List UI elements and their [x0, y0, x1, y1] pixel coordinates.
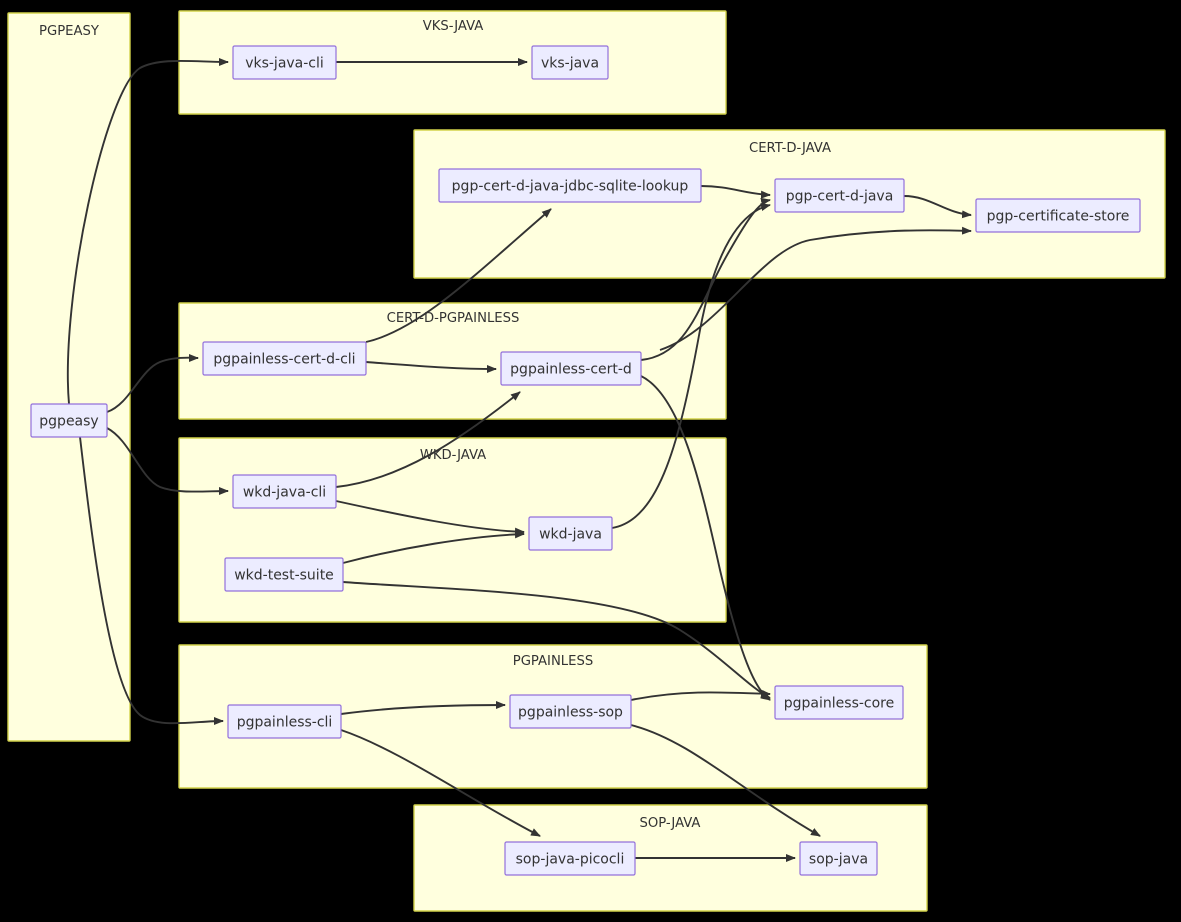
edge-pgpeasy-to-vks-java-cli — [66, 57, 229, 405]
node-sop-java-picocli[interactable]: sop-java-picocli — [504, 841, 636, 876]
node-label-pgpainless-core: pgpainless-core — [784, 696, 894, 712]
cluster-cert_d_pgpainless: CERT-D-PGPAINLESS — [178, 302, 727, 420]
node-label-vks-java-cli: vks-java-cli — [245, 56, 324, 72]
edge-pgpainless-cert-d-cli-to-pgp-cert-d-java-jdbc-sqlite-lookup — [365, 208, 552, 343]
cluster-label-sop_java: SOP-JAVA — [640, 816, 701, 831]
node-label-pgpeasy: pgpeasy — [39, 414, 98, 430]
node-label-wkd-test-suite: wkd-test-suite — [234, 568, 334, 584]
node-group: pgpeasy vks-java-cli vks-java pgp-cert-d-ja… — [30, 45, 1141, 876]
node-label-pgpainless-cert-d: pgpainless-cert-d — [510, 362, 632, 378]
node-rect-wkd-test-suite[interactable] — [224, 557, 344, 592]
cluster-group: PGPEASY VKS-JAVA CERT-D-JAVA CERT-D-PGPAINL… — [7, 10, 1166, 912]
node-wkd-java-cli[interactable]: wkd-java-cli — [232, 474, 337, 509]
node-label-pgp-cert-d-java: pgp-cert-d-java — [786, 189, 894, 205]
edge-wkd-java-cli-to-wkd-java — [335, 500, 525, 536]
edge-pgpainless-cert-d-to-pgpainless-core — [640, 375, 771, 701]
node-sop-java[interactable]: sop-java — [799, 841, 878, 876]
node-rect-pgpainless-cert-d-cli[interactable] — [202, 341, 367, 376]
edge-pgp-cert-d-java-to-pgp-certificate-store — [903, 195, 972, 219]
node-wkd-java[interactable]: wkd-java — [528, 516, 613, 551]
node-label-pgpainless-cli: pgpainless-cli — [237, 715, 333, 731]
cluster-label-cert_d_java: CERT-D-JAVA — [749, 141, 831, 156]
node-label-wkd-java: wkd-java — [539, 527, 602, 543]
node-rect-vks-java[interactable] — [531, 45, 609, 80]
edge-pgpainless-cli-to-sop-java-picocli — [340, 729, 541, 837]
node-wkd-test-suite[interactable]: wkd-test-suite — [224, 557, 344, 592]
node-label-pgp-certificate-store: pgp-certificate-store — [987, 209, 1130, 225]
node-label-pgp-cert-d-java-jdbc-sqlite-lookup: pgp-cert-d-java-jdbc-sqlite-lookup — [452, 179, 689, 195]
node-rect-sop-java[interactable] — [799, 841, 878, 876]
node-label-vks-java: vks-java — [541, 56, 599, 72]
node-pgpainless-cert-d-cli[interactable]: pgpainless-cert-d-cli — [202, 341, 367, 376]
node-rect-wkd-java[interactable] — [528, 516, 613, 551]
node-pgp-cert-d-java[interactable]: pgp-cert-d-java — [774, 178, 905, 213]
edge-pgpainless-cert-d-to-pgp-cert-d-java — [640, 197, 771, 361]
node-rect-pgp-certificate-store[interactable] — [975, 198, 1141, 233]
node-pgp-certificate-store[interactable]: pgp-certificate-store — [975, 198, 1141, 233]
cluster-label-pgpeasy: PGPEASY — [39, 24, 100, 39]
cluster-rect-wkd_java — [178, 437, 727, 623]
node-rect-pgp-cert-d-java-jdbc-sqlite-lookup[interactable] — [438, 168, 702, 203]
edge-pgpainless-cert-d-cli-to-pgpainless-cert-d — [365, 361, 497, 373]
edge-pgpeasy-to-pgpainless-cli — [79, 436, 224, 726]
node-label-sop-java-picocli: sop-java-picocli — [516, 852, 625, 868]
edge-wkd-java-to-pgp-cert-d-java — [611, 203, 771, 529]
cluster-rect-cert_d_pgpainless — [178, 302, 727, 420]
edge-wkd-test-suite-to-pgpainless-core — [342, 581, 771, 699]
cluster-wkd_java: WKD-JAVA — [178, 437, 727, 623]
node-rect-vks-java-cli[interactable] — [232, 45, 337, 80]
node-rect-pgpeasy[interactable] — [30, 403, 108, 438]
node-rect-pgpainless-cli[interactable] — [227, 704, 342, 739]
node-pgp-cert-d-java-jdbc-sqlite-lookup[interactable]: pgp-cert-d-java-jdbc-sqlite-lookup — [438, 168, 702, 203]
cluster-label-vks_java: VKS-JAVA — [423, 19, 484, 34]
node-rect-sop-java-picocli[interactable] — [504, 841, 636, 876]
node-pgpainless-cert-d[interactable]: pgpainless-cert-d — [500, 351, 642, 386]
cluster-label-pgpainless: PGPAINLESS — [513, 654, 593, 669]
node-pgpeasy[interactable]: pgpeasy — [30, 403, 108, 438]
edge-wkd-test-suite-to-wkd-java — [342, 530, 525, 564]
node-vks-java-cli[interactable]: vks-java-cli — [232, 45, 337, 80]
cluster-pgpeasy: PGPEASY — [7, 12, 131, 742]
edge-pgpainless-cert-d-to-pgp-certificate-store — [659, 226, 972, 351]
edge-pgpainless-cli-to-pgpainless-sop — [340, 701, 506, 715]
node-rect-pgpainless-core[interactable] — [774, 685, 904, 720]
node-pgpainless-sop[interactable]: pgpainless-sop — [509, 694, 632, 729]
edge-pgpainless-sop-to-pgpainless-core — [630, 689, 771, 701]
node-label-pgpainless-sop: pgpainless-sop — [518, 705, 623, 721]
node-label-wkd-java-cli: wkd-java-cli — [243, 485, 326, 501]
node-vks-java[interactable]: vks-java — [531, 45, 609, 80]
edge-pgpeasy-to-pgpainless-cert-d-cli — [106, 353, 199, 413]
node-rect-pgp-cert-d-java[interactable] — [774, 178, 905, 213]
edge-pgpeasy-to-wkd-java-cli — [106, 427, 229, 496]
edge-pgpainless-sop-to-sop-java — [630, 724, 821, 837]
edge-pgp-cert-d-java-jdbc-sqlite-lookup-to-pgp-cert-d-java — [700, 185, 771, 199]
node-pgpainless-cli[interactable]: pgpainless-cli — [227, 704, 342, 739]
node-rect-pgpainless-sop[interactable] — [509, 694, 632, 729]
node-label-sop-java: sop-java — [809, 852, 868, 868]
edge-group — [66, 57, 972, 862]
edge-wkd-java-cli-to-pgpainless-cert-d — [335, 391, 521, 488]
cluster-rect-pgpeasy — [7, 12, 131, 742]
node-rect-pgpainless-cert-d[interactable] — [500, 351, 642, 386]
node-label-pgpainless-cert-d-cli: pgpainless-cert-d-cli — [213, 352, 355, 368]
node-rect-wkd-java-cli[interactable] — [232, 474, 337, 509]
cluster-label-cert_d_pgpainless: CERT-D-PGPAINLESS — [387, 311, 520, 326]
node-pgpainless-core[interactable]: pgpainless-core — [774, 685, 904, 720]
